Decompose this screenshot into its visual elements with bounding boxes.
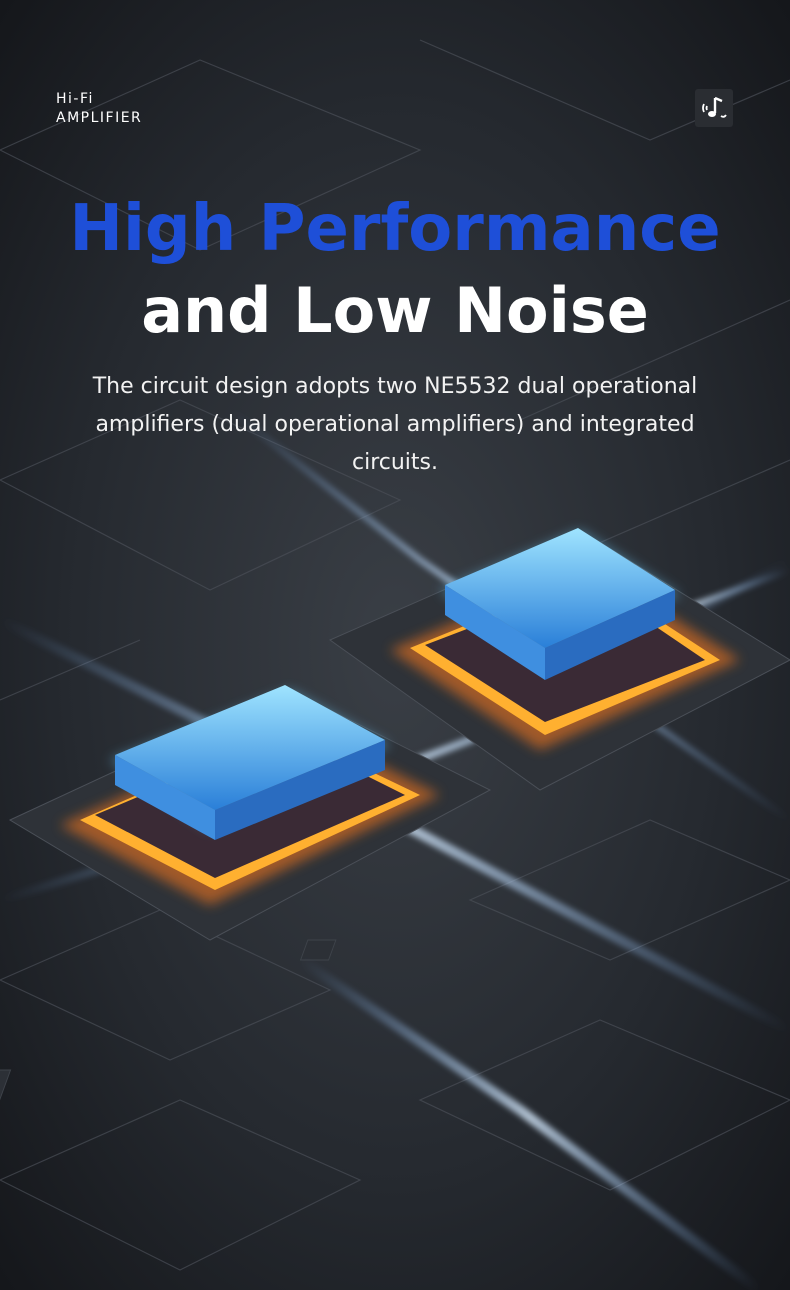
brand-line2: AMPLIFIER	[56, 110, 143, 126]
chip-left	[8, 685, 492, 941]
headline-line2: and Low Noise	[141, 274, 649, 347]
chip-right	[328, 528, 790, 791]
brand-line1: Hi-Fi	[56, 91, 94, 107]
headline: High Performance and Low Noise	[0, 188, 790, 352]
music-badge	[695, 89, 733, 127]
music-note-icon	[702, 96, 727, 118]
description-text: The circuit design adopts two NE5532 dua…	[92, 374, 698, 475]
headline-line1: High Performance	[69, 192, 721, 266]
brand-label: Hi-Fi AMPLIFIER	[56, 90, 142, 128]
